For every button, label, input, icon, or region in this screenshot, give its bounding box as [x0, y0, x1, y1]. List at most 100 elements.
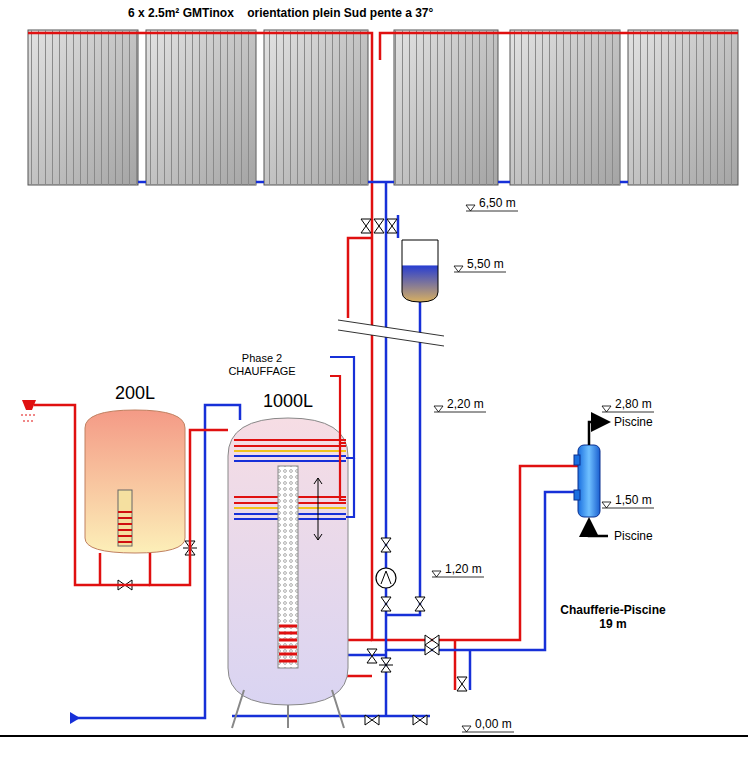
pipe-break-mark — [338, 330, 444, 346]
isolation-valves — [387, 219, 397, 233]
solar-hot-pipe — [454, 640, 457, 690]
stratification-tube — [278, 466, 322, 668]
solar-collectors — [510, 30, 620, 185]
storage-tank: 1000L — [228, 418, 348, 705]
solar-collectors — [28, 30, 738, 185]
cold-water-inlet — [70, 405, 240, 724]
tank-1000l-body — [228, 418, 348, 705]
room-label: Chaufferie-Piscine 19 m — [552, 603, 674, 631]
heating-note: Phase 2 CHAUFFAGE — [222, 352, 302, 378]
cold-water-inlet — [70, 712, 80, 724]
pipe-break-mark — [338, 320, 444, 346]
tank-200l-body — [85, 410, 185, 553]
solar-cold-pipe — [386, 182, 578, 650]
shower-head — [22, 400, 36, 422]
expansion-vessel — [402, 240, 438, 302]
solar-collectors — [146, 30, 256, 185]
hot-water-pipe — [150, 430, 228, 585]
solar-cold-pipe — [368, 181, 394, 184]
solar-collectors — [510, 30, 620, 185]
tank-200l-body — [118, 512, 132, 542]
isolation-valves — [361, 219, 371, 233]
heating-coil — [234, 450, 346, 452]
heating-coil — [330, 376, 346, 443]
level-mark: 6,50 m — [479, 196, 516, 210]
solar-cold-pipe — [469, 650, 472, 690]
solar-cold-pipe — [397, 215, 400, 238]
level-mark: 2,20 m — [447, 397, 484, 411]
level-markers — [432, 205, 654, 732]
stratification-tube — [278, 466, 298, 668]
ground-line — [0, 735, 748, 737]
three-way-valve — [379, 665, 393, 666]
heating-coil — [234, 440, 346, 446]
solar-hot-pipe — [380, 33, 394, 60]
level-mark: 2,80 m — [615, 397, 652, 411]
solar-collectors — [628, 30, 738, 185]
circulation-pump — [381, 571, 391, 584]
solar-cold-pipe — [138, 181, 628, 184]
solar-collectors — [28, 30, 138, 185]
isolation-valves — [413, 715, 427, 725]
isolation-valves — [381, 597, 391, 611]
stratification-tube — [314, 478, 322, 540]
shower-head — [22, 414, 34, 422]
heating-coil — [330, 357, 354, 458]
tank-capacity: 200L — [65, 382, 205, 404]
expansion-vessel — [402, 240, 438, 302]
pool-label: Piscine — [614, 529, 653, 543]
circulation-pump — [376, 568, 396, 588]
heating-coil — [346, 458, 354, 517]
isolation-valves — [367, 649, 377, 663]
diagram-title: 6 x 2.5m² GMTinox orientation plein Sud … — [128, 6, 433, 20]
isolation-valves — [365, 715, 379, 725]
solar-cold-pipe — [348, 654, 386, 657]
level-mark: 1,20 m — [445, 562, 482, 576]
solar-collectors — [264, 30, 368, 185]
solar-collectors — [394, 30, 498, 185]
tank-1000l-body — [228, 418, 348, 728]
shower-head — [22, 400, 36, 410]
pool-heat-exchanger — [574, 490, 580, 500]
circulation-pump — [376, 568, 396, 588]
heating-coil — [340, 443, 346, 500]
isolation-valves — [425, 635, 439, 645]
solar-collectors — [628, 30, 738, 185]
level-mark: 5,50 m — [467, 257, 504, 271]
pool-heat-exchanger — [589, 422, 606, 445]
pool-heat-exchanger — [574, 422, 608, 536]
solar-collectors — [28, 30, 138, 185]
solar-cold-pipe — [386, 300, 420, 615]
stratification-tube — [278, 466, 298, 668]
solar-hot-pipe — [394, 32, 738, 35]
isolation-valves — [457, 677, 467, 691]
level-mark: 0,00 m — [475, 717, 512, 731]
solar-collectors — [264, 30, 368, 185]
solar-collectors — [394, 30, 498, 185]
pipe-break-mark — [338, 320, 444, 336]
solar-cold-pipe — [138, 182, 628, 716]
isolation-valves — [415, 597, 425, 611]
solar-collectors — [146, 30, 256, 185]
tank-200l-body — [118, 490, 132, 546]
pool-heat-exchanger — [578, 445, 600, 517]
isolation-valves — [374, 219, 384, 233]
stratification-tube — [279, 626, 297, 661]
solar-hot-pipe — [348, 639, 372, 642]
pipe-break-mark — [338, 320, 444, 346]
isolation-valves — [425, 645, 439, 655]
cold-water-inlet — [70, 405, 240, 718]
solar-hot-pipe — [348, 238, 372, 318]
tank-200l-body — [85, 410, 185, 553]
pool-label: Piscine — [614, 415, 653, 429]
pool-heat-exchanger — [589, 522, 608, 536]
isolation-valves — [381, 538, 391, 552]
level-mark: 1,50 m — [615, 493, 652, 507]
hot-water-tank: 200L — [85, 410, 185, 553]
tank-1000l-body — [232, 690, 344, 728]
tank-capacity: 1000L — [208, 390, 368, 412]
hot-water-pipe — [34, 405, 150, 585]
